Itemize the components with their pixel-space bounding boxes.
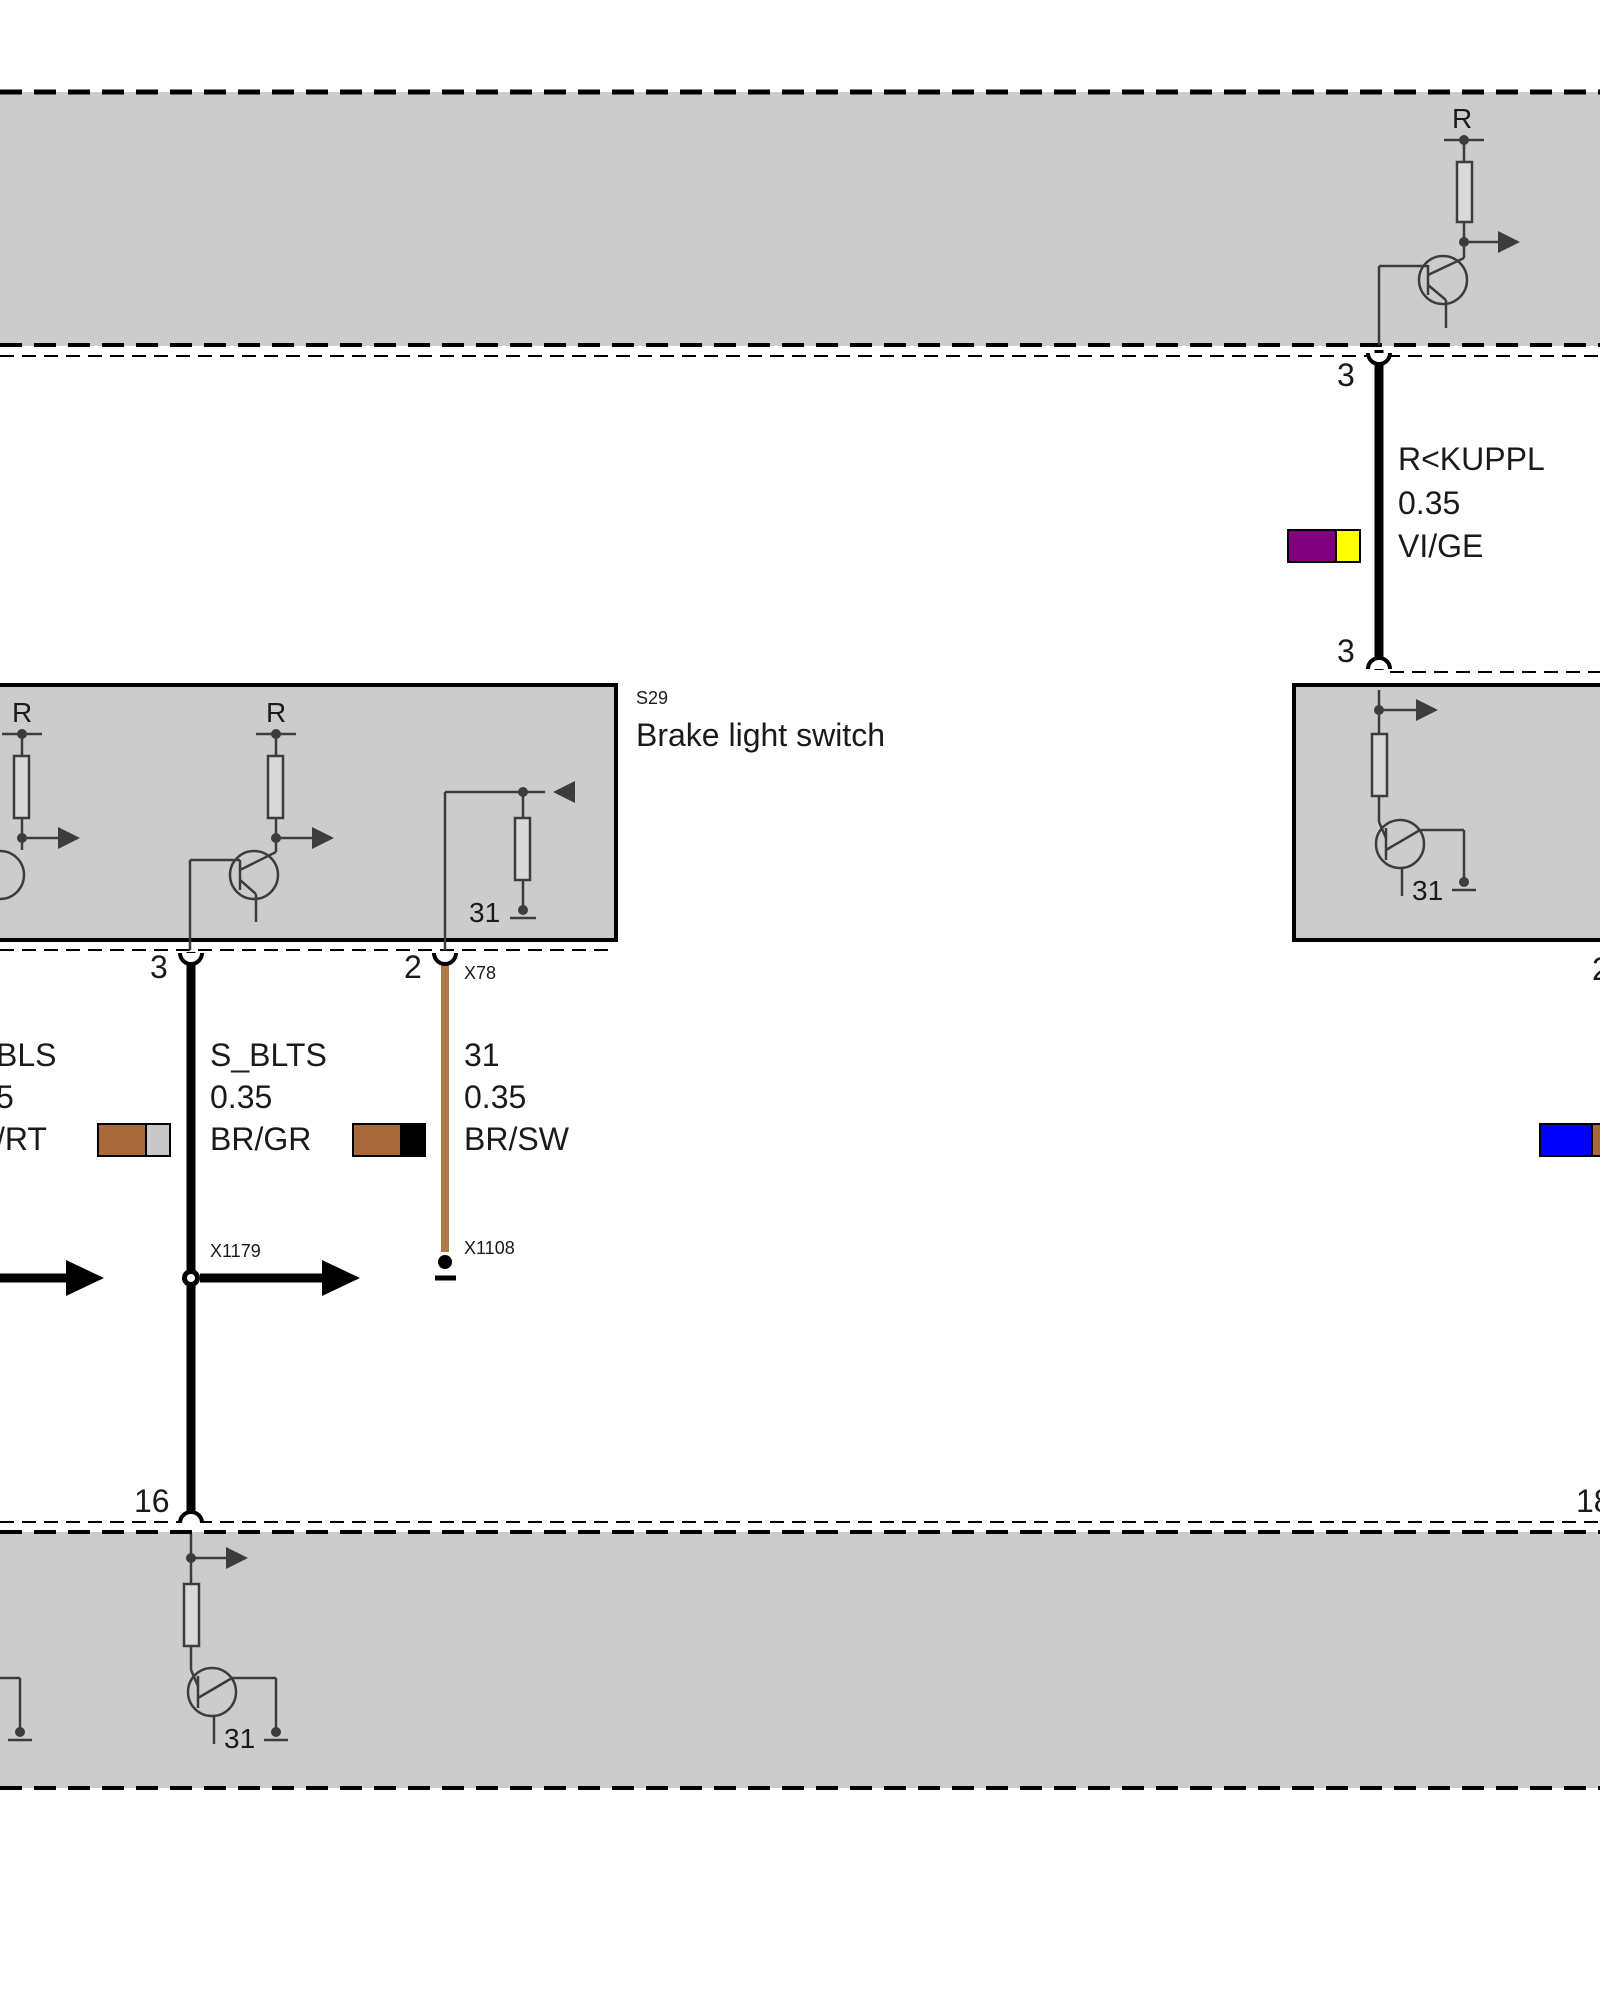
arrow-right-icon — [1498, 231, 1520, 253]
pin-label-partial: 2 — [1592, 951, 1600, 987]
top-module-transistor-circuit: R — [1377, 103, 1520, 345]
wire-gauge-label: 0.35 — [1398, 485, 1460, 521]
wire-gauge-label: 0.35 — [464, 1079, 526, 1115]
component-name-label: Brake light switch — [636, 717, 885, 753]
ground-label: 31 — [1412, 875, 1443, 906]
pin-label: 3 — [150, 949, 168, 985]
wire-color-swatch-blue — [1539, 1123, 1593, 1157]
brake-light-switch-box: S29 Brake light switch R R — [0, 683, 885, 951]
wire-gauge-label: 0.35 — [210, 1079, 272, 1115]
ground-label: 31 — [224, 1723, 255, 1754]
arrow-right-icon — [226, 1547, 248, 1569]
wire-gauge-label: 5 — [0, 1079, 14, 1115]
wire-signal-label: 31 — [464, 1037, 500, 1073]
wire-ground-31: 2 X78 31 0.35 BR/SW X1108 — [352, 949, 570, 1281]
wire-color-code-label: BR/GR — [210, 1121, 311, 1157]
component-ref-label: S29 — [636, 688, 668, 708]
arrow-right-icon — [1416, 699, 1438, 721]
wire-color-code-label: BR/SW — [464, 1121, 570, 1157]
arrow-left-icon — [553, 781, 575, 803]
wire-bls-partial: BLS 5 /RT — [0, 1037, 56, 1157]
wire-color-swatch-brown — [352, 1123, 402, 1157]
bottom-module: 16 18 31 — [0, 1483, 1600, 1790]
wire-r-kuppl: 3 3 R<KUPPL 0.35 VI/GE — [1287, 350, 1545, 670]
arrow-right-icon — [312, 827, 334, 849]
right-module-partial: 31 2 — [1292, 671, 1600, 987]
connector-label: X1108 — [464, 1238, 515, 1258]
wire-blue-partial — [1539, 1123, 1600, 1157]
pin-label: 3 — [1337, 633, 1355, 669]
pin-label-partial: 18 — [1576, 1483, 1600, 1519]
arrow-right-icon — [58, 827, 80, 849]
wire-color-code-label: /RT — [0, 1121, 47, 1157]
wire-color-swatch-brown — [1591, 1123, 1600, 1157]
arrow-right-icon — [322, 1260, 360, 1296]
wire-color-swatch-violet — [1287, 529, 1337, 563]
wire-color-code-label: VI/GE — [1398, 528, 1483, 564]
wire-signal-label: BLS — [0, 1037, 56, 1073]
connector-label: X78 — [464, 963, 496, 983]
wire-signal-label: R<KUPPL — [1398, 441, 1545, 477]
top-module — [0, 89, 1600, 357]
wire-signal-label: S_BLTS — [210, 1037, 327, 1073]
pin-label: 16 — [134, 1483, 170, 1519]
connector-label: X1179 — [210, 1241, 261, 1261]
pin-label: 2 — [404, 949, 422, 985]
resistor-label-r: R — [1452, 103, 1472, 134]
wire-color-swatch-black — [400, 1123, 426, 1157]
arrow-right-icon — [66, 1260, 104, 1296]
wire-color-swatch-brown — [97, 1123, 147, 1157]
wire-color-swatch-yellow — [1335, 529, 1361, 563]
pin-label: 3 — [1337, 357, 1355, 393]
wire-s-blts: 3 S_BLTS 0.35 BR/GR X1179 — [0, 949, 360, 1522]
ground-label: 31 — [469, 897, 500, 928]
resistor-label-r: R — [12, 697, 32, 728]
resistor-label-r: R — [266, 697, 286, 728]
wire-color-swatch-gray — [145, 1123, 171, 1157]
